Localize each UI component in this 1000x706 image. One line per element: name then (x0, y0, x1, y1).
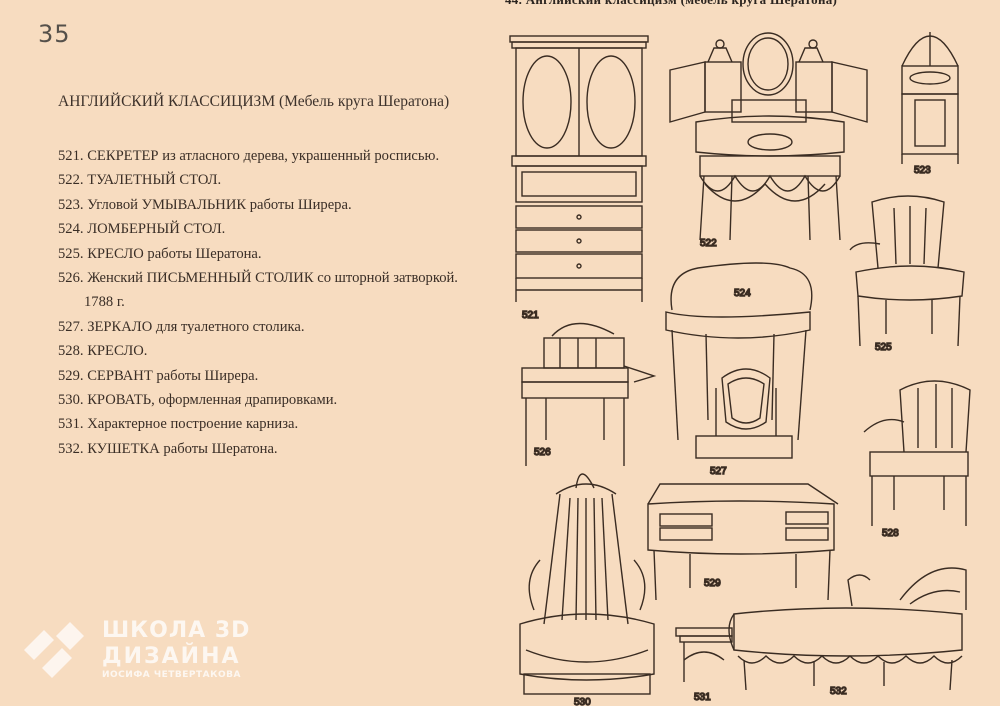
school-watermark: ШКОЛА 3D ДИЗАЙНА ИОСИФА ЧЕТВЕРТАКОВА (20, 616, 250, 688)
figure-label: 527 (710, 466, 727, 477)
caption-item: 529. СЕРВАНТ работы Ширера. (58, 367, 259, 384)
caption-item: 532. КУШЕТКА работы Шератона. (58, 440, 278, 457)
sideboard-drawing (647, 483, 839, 601)
chair-drawing (863, 380, 971, 526)
diamond-logo-icon (24, 622, 84, 678)
caption-item-continued: 1788 г. (84, 294, 125, 311)
page-number: 35 (38, 20, 71, 48)
furniture-plate: 521 522 523 524 (509, 32, 971, 706)
armchair-drawing (849, 195, 965, 347)
watermark-line-1: ШКОЛА 3D (102, 618, 251, 643)
figure-label: 529 (704, 578, 721, 589)
bed-drawing (519, 473, 655, 695)
figure-label: 521 (522, 310, 539, 321)
caption-item: 528. КРЕСЛО. (58, 343, 148, 360)
secretaire-drawing (509, 35, 649, 302)
figure-label: 522 (700, 238, 717, 249)
figure-label: 526 (534, 447, 551, 458)
caption-item: 523. Угловой УМЫВАЛЬНИК работы Ширера. (58, 196, 352, 213)
caption-item: 524. ЛОМБЕРНЫЙ СТОЛ. (58, 221, 226, 238)
watermark-line-3: ИОСИФА ЧЕТВЕРТАКОВА (102, 670, 241, 680)
watermark-line-2: ДИЗАЙНА (102, 644, 241, 669)
caption-item: 525. КРЕСЛО работы Шератона. (58, 245, 262, 262)
cornice-drawing (675, 627, 733, 682)
figure-label: 524 (734, 288, 751, 299)
caption-item: 522. ТУАЛЕТНЫЙ СТОЛ. (58, 172, 222, 189)
mirror-drawing (695, 368, 793, 459)
caption-item: 521. СЕКРЕТЕР из атласного дерева, украш… (58, 148, 440, 164)
couch-drawing (728, 567, 967, 691)
figure-label: 528 (882, 528, 899, 539)
figure-label: 523 (914, 165, 931, 176)
writing-desk-drawing (521, 322, 657, 466)
figure-label: 525 (875, 342, 892, 353)
figure-label: 531 (694, 692, 711, 703)
caption-item: 530. КРОВАТЬ, оформленная драпировками. (58, 391, 338, 408)
plate-header: 44. Английский классицизм (мебель круга … (505, 0, 837, 8)
figure-label: 532 (830, 686, 847, 697)
caption-item: 531. Характерное построение карниза. (58, 416, 299, 433)
card-table-drawing (665, 262, 813, 441)
caption-item: 527. ЗЕРКАЛО для туалетного столика. (58, 318, 305, 335)
figure-label: 530 (574, 697, 591, 706)
dressing-table-drawing (669, 32, 868, 241)
caption-item: 526. Женский ПИСЬМЕННЫЙ СТОЛИК со шторно… (58, 269, 458, 286)
page-title: АНГЛИЙСКИЙ КЛАССИЦИЗМ (Мебель круга Шера… (58, 93, 450, 110)
caption-list: 521. СЕКРЕТЕР из атласного дерева, украш… (58, 144, 458, 461)
corner-washstand-drawing (901, 32, 959, 164)
